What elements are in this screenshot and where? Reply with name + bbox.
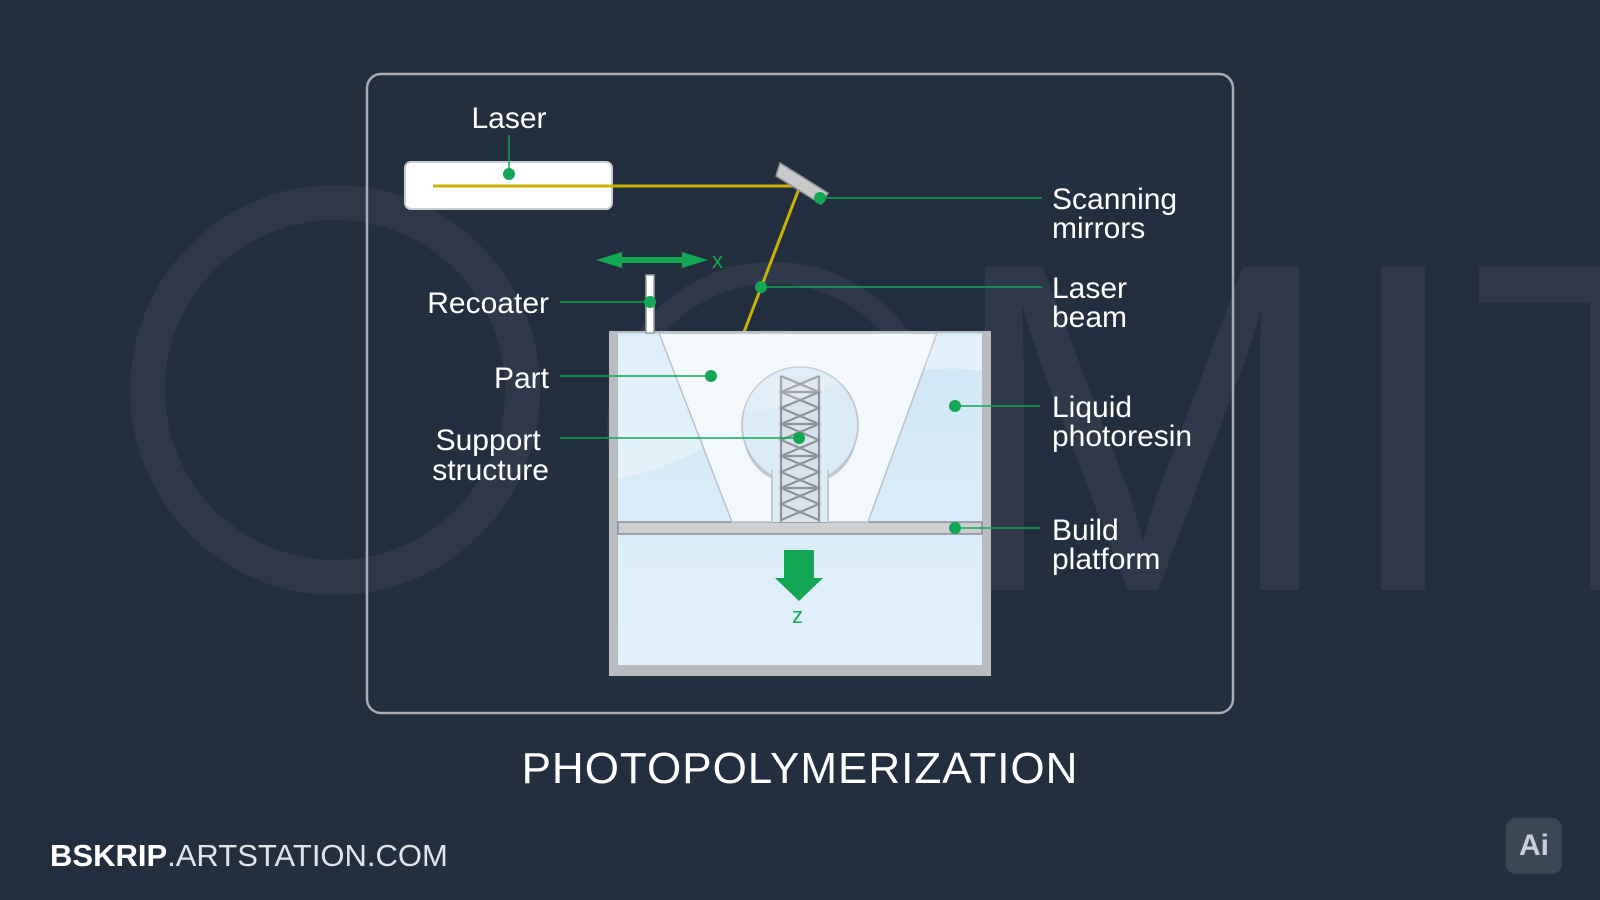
label-laser-beam: Laser beam — [1052, 272, 1135, 334]
diagram-title: PHOTOPOLYMERIZATION — [521, 744, 1079, 793]
glare — [690, 335, 982, 412]
mirror-dot — [814, 192, 826, 204]
label-laser: Laser — [471, 102, 546, 135]
label-support-structure-line2: structure — [432, 454, 549, 487]
diagram-frame — [365, 72, 1235, 715]
label-support-structure-line1: Support — [436, 424, 542, 457]
label-support-structure: Support structure — [432, 424, 549, 487]
label-build-platform-line1: Build — [1052, 514, 1119, 547]
illustrator-badge-icon: Ai — [1506, 818, 1562, 874]
support-dot — [793, 432, 805, 444]
x-axis-label: x — [712, 248, 723, 273]
label-liquid-photoresin: Liquid photoresin — [1052, 391, 1192, 453]
label-recoater: Recoater — [427, 287, 549, 320]
x-axis-arrow — [596, 252, 708, 268]
laser-beam-dot — [755, 281, 767, 293]
z-axis-label: z — [792, 603, 803, 628]
leader-lines — [508, 135, 1042, 529]
label-scanning-mirrors-line1: Scanning — [1052, 183, 1177, 216]
leader-dots — [503, 168, 961, 534]
recoater-dot — [644, 296, 656, 308]
label-build-platform-line2: platform — [1052, 543, 1160, 576]
label-scanning-mirrors-line2: mirrors — [1052, 212, 1145, 245]
scanning-mirror — [775, 161, 830, 206]
footer-site-bold: BSKRIP — [50, 838, 168, 873]
label-laser-beam-line1: Laser — [1052, 272, 1127, 305]
footer-site-rest: .ARTSTATION.COM — [167, 838, 448, 873]
resin-dot — [949, 400, 961, 412]
label-part: Part — [494, 362, 550, 395]
build-platform — [617, 521, 983, 535]
label-laser-beam-line2: beam — [1052, 301, 1127, 334]
label-scanning-mirrors: Scanning mirrors — [1052, 183, 1185, 245]
footer-credit: BSKRIP.ARTSTATION.COM — [50, 838, 448, 874]
laser-dot — [503, 168, 515, 180]
label-liquid-photoresin-line2: photoresin — [1052, 420, 1192, 453]
part-dot — [705, 370, 717, 382]
support-structure — [778, 374, 822, 522]
z-axis-arrow — [775, 550, 823, 601]
platform-dot — [949, 522, 961, 534]
label-build-platform: Build platform — [1052, 514, 1160, 576]
label-liquid-photoresin-line1: Liquid — [1052, 391, 1132, 424]
